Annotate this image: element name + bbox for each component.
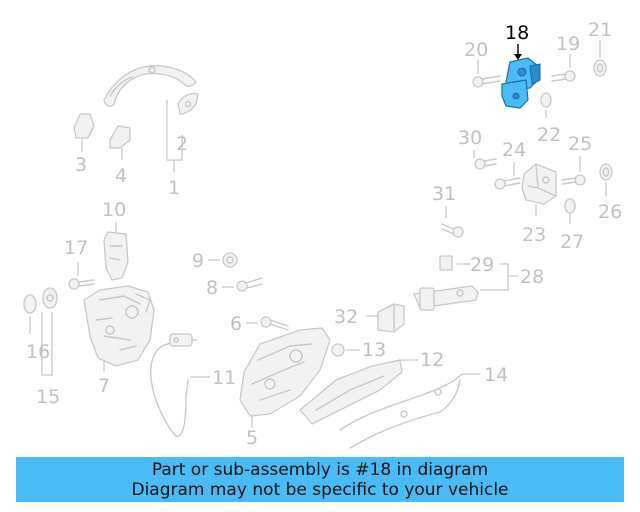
label-part-15: 15	[36, 386, 60, 408]
part-28-check-strap	[413, 285, 479, 311]
label-part-12: 12	[420, 349, 444, 371]
label-part-16: 16	[26, 341, 50, 363]
label-part-8: 8	[206, 277, 218, 299]
part-18-hinge-highlighted	[501, 57, 541, 109]
part-7-door-latch	[83, 285, 155, 367]
part-31-bolt	[441, 223, 464, 238]
part-6-bolt	[260, 316, 289, 331]
part-16-bumper	[23, 294, 37, 314]
part-17-screw	[68, 278, 95, 290]
part-1-outside-handle	[103, 65, 197, 107]
label-part-32: 32	[334, 306, 358, 328]
callout-labels: 1 2 3 4 5 6 7 8 9 10 11 12 13 14 15 16 1…	[26, 19, 622, 449]
part-27-bushing	[564, 198, 576, 214]
label-part-11: 11	[212, 367, 236, 389]
label-part-25: 25	[568, 133, 592, 155]
label-part-1: 1	[168, 177, 180, 199]
part-14-cable	[339, 373, 463, 449]
part-12-interior-handle	[299, 359, 403, 425]
label-part-22: 22	[537, 124, 561, 146]
label-part-10: 10	[102, 199, 126, 221]
part-8-bolt	[236, 277, 263, 292]
label-part-26: 26	[598, 201, 622, 223]
label-part-27: 27	[560, 231, 584, 253]
label-part-31: 31	[432, 183, 456, 205]
part-11-cable	[150, 333, 197, 437]
part-32-blocker	[377, 303, 405, 333]
label-part-28: 28	[520, 266, 544, 288]
label-part-4: 4	[115, 165, 127, 187]
part-5-inner-carrier	[239, 327, 331, 417]
label-part-29: 29	[470, 254, 494, 276]
part-25-bolt	[561, 174, 586, 186]
part-2-handle-cap	[177, 92, 199, 115]
part-13-washer	[331, 343, 345, 357]
part-15-bumper	[42, 287, 58, 309]
part-19-bolt	[551, 70, 576, 82]
banner-line-1: Part or sub-assembly is #18 in diagram	[151, 459, 489, 480]
part-30-bolt	[474, 158, 497, 170]
label-part-21: 21	[588, 19, 612, 41]
label-part-13: 13	[362, 339, 386, 361]
label-part-30: 30	[458, 127, 482, 149]
label-part-19: 19	[556, 33, 580, 55]
label-part-24: 24	[502, 139, 526, 161]
label-part-14: 14	[484, 364, 508, 386]
part-20-bolt	[472, 75, 501, 88]
part-4-gasket	[109, 125, 131, 149]
part-22-bushing	[540, 92, 552, 108]
info-banner: Part or sub-assembly is #18 in diagram D…	[16, 457, 624, 502]
label-part-3: 3	[75, 154, 87, 176]
part-3-gasket	[73, 113, 95, 139]
label-part-6: 6	[230, 313, 242, 335]
label-part-17: 17	[64, 237, 88, 259]
label-part-18: 18	[505, 22, 529, 44]
part-21-bushing	[593, 59, 607, 77]
label-part-7: 7	[98, 375, 110, 397]
part-24-bolt	[494, 177, 521, 190]
label-part-5: 5	[246, 427, 258, 449]
label-part-20: 20	[464, 39, 488, 61]
banner-line-2: Diagram may not be specific to your vehi…	[131, 479, 509, 500]
part-29-bracket	[439, 255, 453, 271]
part-9-grommet	[222, 252, 238, 268]
label-part-9: 9	[192, 250, 204, 272]
part-23-hinge	[521, 163, 557, 205]
label-part-23: 23	[522, 224, 546, 246]
part-26-bushing	[599, 163, 613, 181]
part-10-bracket	[103, 231, 129, 281]
label-part-2: 2	[176, 133, 188, 155]
